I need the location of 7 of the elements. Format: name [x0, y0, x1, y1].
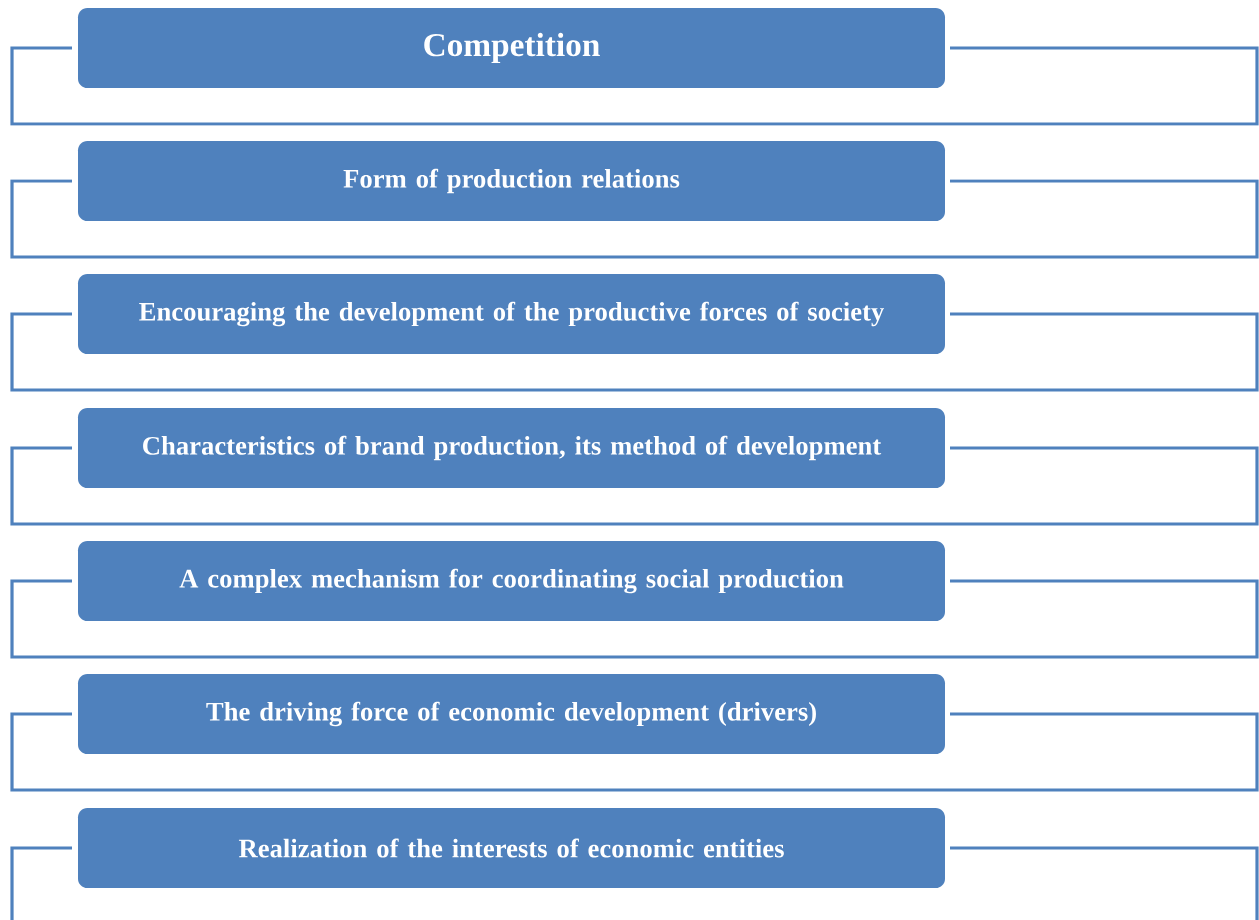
- text-box: Encouraging the development of the productive forces of society: [78, 274, 945, 354]
- text-box: Characteristics of brand production, its method of development: [78, 408, 945, 488]
- text-box: Realization of the interests of economic entities: [78, 808, 945, 888]
- text-box: The driving force of economic development (drivers): [78, 674, 945, 754]
- text-box: A complex mechanism for coordinating social production: [78, 541, 945, 621]
- text-box: Form of production relations: [78, 141, 945, 221]
- text-box: Competition: [78, 8, 945, 88]
